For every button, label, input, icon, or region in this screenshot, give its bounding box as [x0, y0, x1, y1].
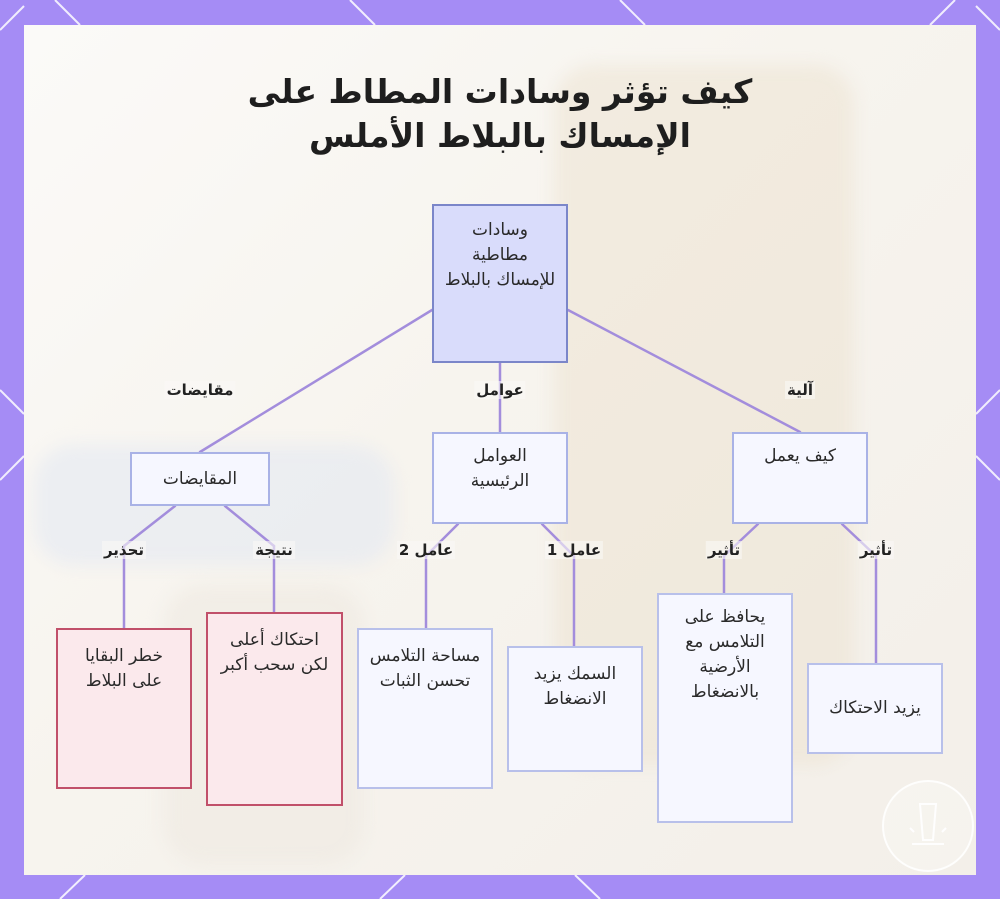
- node-factors: العوامل الرئيسية: [432, 432, 568, 524]
- edge-label-result: نتيجة: [253, 541, 295, 559]
- edge-label-mechanism: آلية: [785, 381, 815, 399]
- node-higher-friction-label: احتكاك أعلى لكن سحب أكبر: [218, 628, 331, 678]
- node-debris-risk-label: خطر البقايا على البلاط: [68, 644, 180, 694]
- edge-tradeoffs-friction: [225, 506, 274, 546]
- node-keeps-contact: يحافظ على التلامس مع الأرضية بالانضغاط: [657, 593, 793, 823]
- node-how-label: كيف يعمل: [764, 444, 836, 469]
- node-root-label: وسادات مطاطية للإمساك بالبلاط: [444, 218, 556, 293]
- node-tradeoffs-label: المقايضات: [163, 467, 237, 492]
- edge-label-factor-2: عامل 2: [397, 541, 455, 559]
- node-root: وسادات مطاطية للإمساك بالبلاط: [432, 204, 568, 363]
- node-tradeoffs: المقايضات: [130, 452, 270, 506]
- edge-label-factors: عوامل: [474, 381, 525, 399]
- watermark-logo-icon: [882, 780, 974, 872]
- node-how: كيف يعمل: [732, 432, 868, 524]
- edge-tradeoffs-debris: [124, 506, 175, 546]
- edge-label-tradeoffs: مقايضات: [165, 381, 236, 399]
- node-debris-risk: خطر البقايا على البلاط: [56, 628, 192, 789]
- node-contact-area: مساحة التلامس تحسن الثبات: [357, 628, 493, 789]
- node-increases-friction: يزيد الاحتكاك: [807, 663, 943, 754]
- node-keeps-contact-label: يحافظ على التلامس مع الأرضية بالانضغاط: [669, 605, 781, 705]
- node-higher-friction: احتكاك أعلى لكن سحب أكبر: [206, 612, 343, 806]
- node-thickness: السمك يزيد الانضغاط: [507, 646, 643, 772]
- node-contact-area-label: مساحة التلامس تحسن الثبات: [369, 644, 481, 694]
- edge-label-factor-1: عامل 1: [545, 541, 603, 559]
- edge-label-effect-b: تأثير: [858, 541, 894, 559]
- edge-label-warning: تحذير: [102, 541, 146, 559]
- node-increases-friction-label: يزيد الاحتكاك: [829, 696, 921, 721]
- node-factors-label: العوامل الرئيسية: [444, 444, 556, 494]
- node-thickness-label: السمك يزيد الانضغاط: [519, 662, 631, 712]
- edge-label-effect-a: تأثير: [706, 541, 742, 559]
- edge-root-how: [568, 310, 800, 432]
